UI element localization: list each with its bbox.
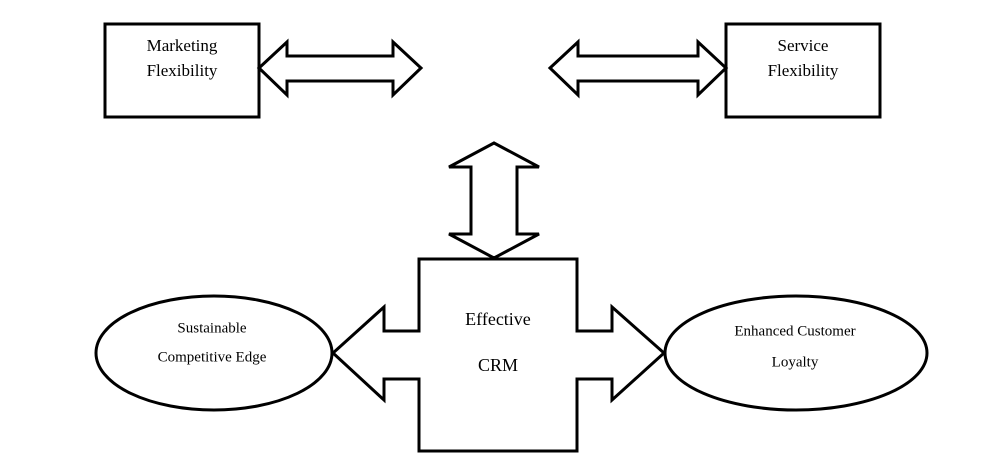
service-flexibility-node: Service Flexibility <box>724 22 882 119</box>
marketing-flexibility-line1: Marketing <box>147 36 218 55</box>
sustainable-competitive-edge-line2: Competitive Edge <box>158 349 267 365</box>
marketing-double-arrow <box>256 38 424 99</box>
enhanced-customer-loyalty-node: Enhanced Customer Loyalty <box>663 294 929 412</box>
enhanced-customer-loyalty-line1: Enhanced Customer <box>734 323 855 339</box>
service-flexibility-line1: Service <box>778 36 829 55</box>
marketing-flexibility-node: Marketing Flexibility <box>103 22 261 119</box>
enhanced-customer-loyalty-line2: Loyalty <box>772 354 819 370</box>
vertical-double-arrow <box>448 141 540 260</box>
sustainable-competitive-edge-node: Sustainable Competitive Edge <box>94 294 334 412</box>
service-flexibility-line2: Flexibility <box>768 61 839 80</box>
effective-crm-node <box>330 257 667 453</box>
effective-crm-line2: CRM <box>478 355 518 375</box>
marketing-flexibility-line2: Flexibility <box>147 61 218 80</box>
sustainable-competitive-edge-line1: Sustainable <box>177 320 246 336</box>
service-double-arrow <box>547 38 729 99</box>
effective-crm-line1: Effective <box>465 309 531 329</box>
